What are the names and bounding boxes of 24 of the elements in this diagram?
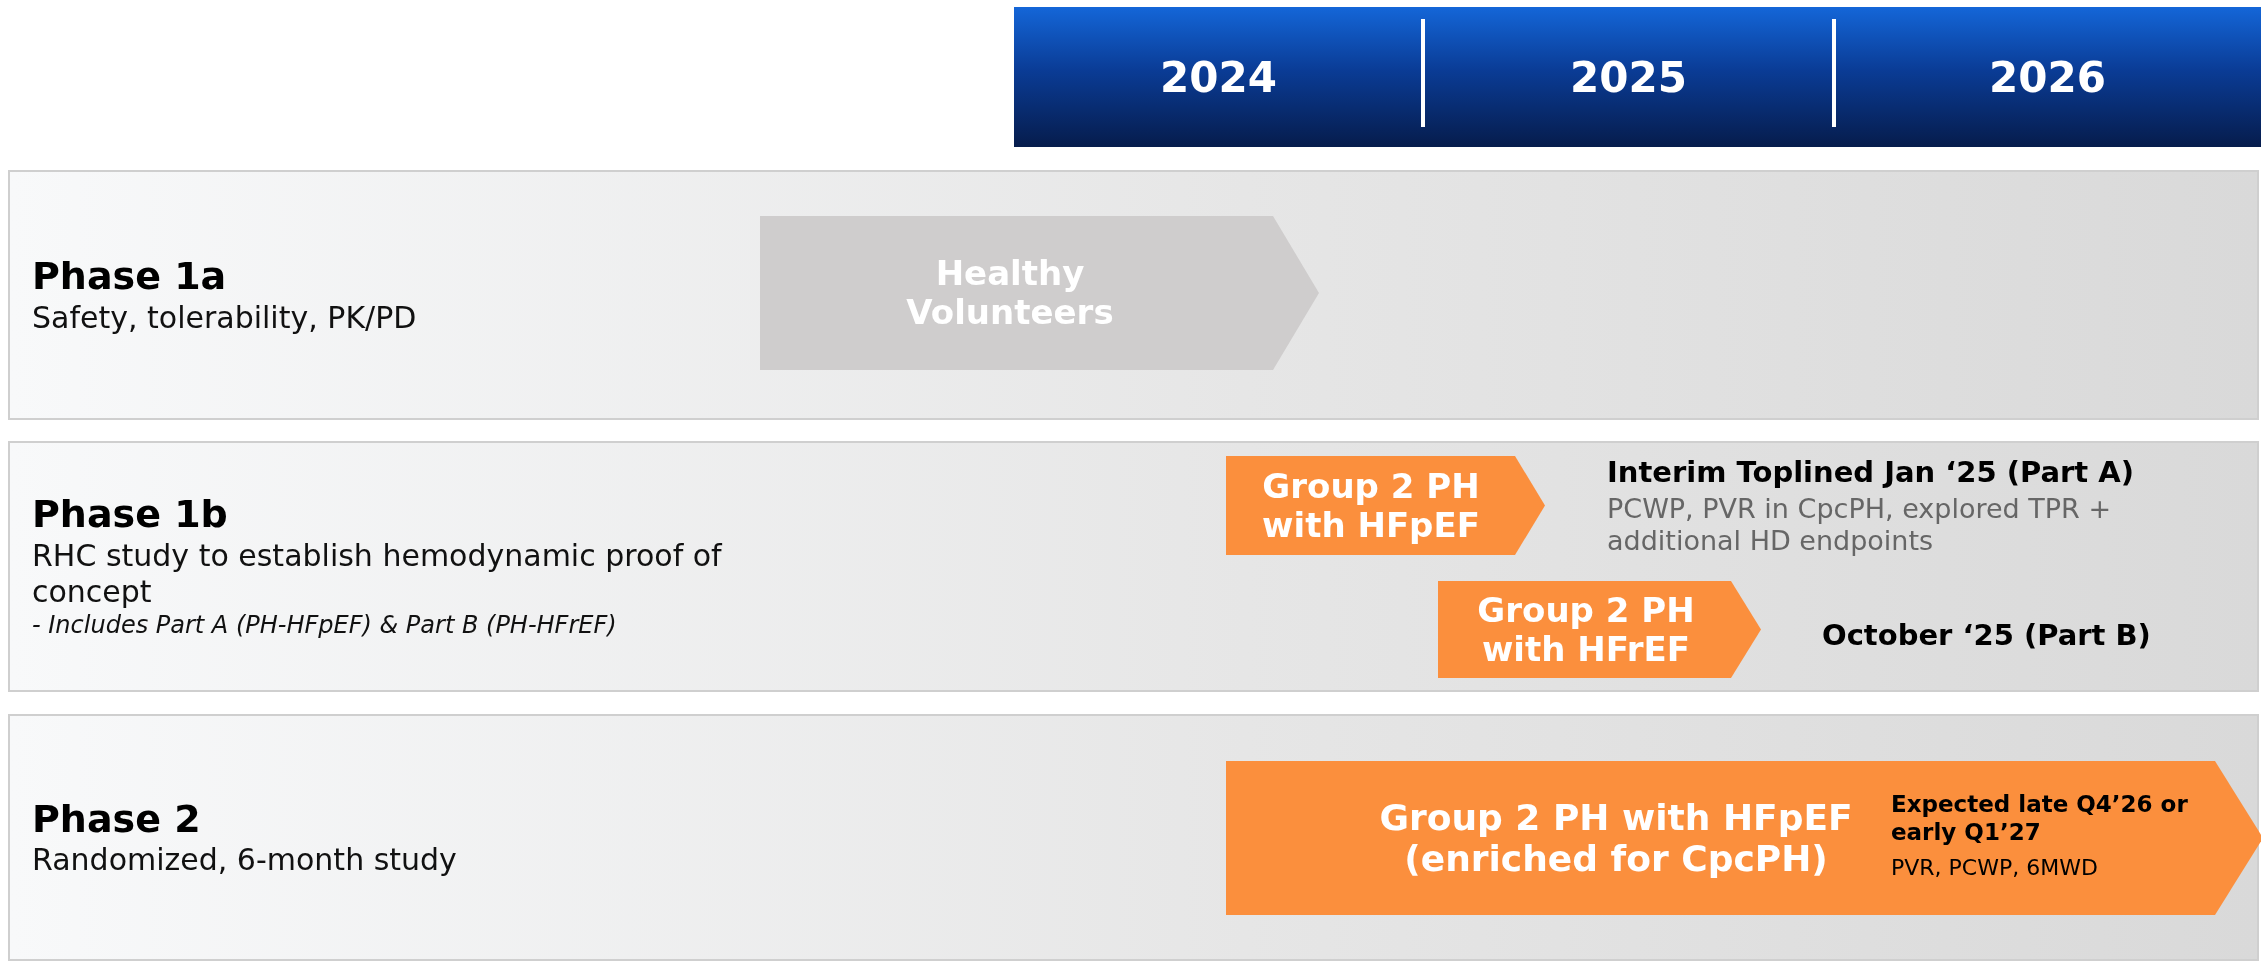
- milestone-text: Interim Toplined Jan ‘25 (Part A): [1607, 455, 2135, 490]
- phase-row-band: [8, 441, 2259, 692]
- timeline-bar: [1438, 581, 1761, 678]
- chevron-label: Group 2 PH with HFrEF: [1476, 590, 1696, 669]
- year-label: 2024: [1160, 52, 1277, 102]
- phase-row-band: [8, 714, 2259, 961]
- phase-description: RHC study to establish hemodynamic proof of concept: [32, 537, 722, 610]
- timeline-bar: [1226, 456, 1545, 555]
- phase-note: - Includes Part A (PH-HFpEF) & Part B (PH-HFrEF): [32, 609, 618, 641]
- endpoint-text: PVR, PCWP, 6MWD: [1891, 855, 2099, 882]
- phase-title: Phase 1a: [32, 254, 228, 300]
- phase-description: Randomized, 6-month study: [32, 842, 458, 879]
- phase-title: Phase 1b: [32, 492, 229, 538]
- milestone-text: PCWP, PVR in CpcPH, explored TPR + additional HD endpoints: [1607, 493, 2112, 558]
- timeline-bar: [760, 216, 1319, 370]
- year-label: 2026: [1989, 52, 2106, 102]
- year-label: 2025: [1570, 52, 1687, 102]
- chevron-label: Group 2 PH with HFpEF: [1261, 466, 1481, 545]
- milestone-text: Expected late Q4’26 or early Q1’27: [1891, 791, 2189, 847]
- timeline-bar: [1226, 761, 2261, 915]
- phase-title: Phase 2: [32, 796, 202, 843]
- chevron-label: Group 2 PH with HFpEF (enriched for CpcPH): [1378, 796, 1854, 880]
- milestone-text: October ‘25 (Part B): [1822, 618, 2152, 653]
- phase-row-band: [8, 170, 2259, 420]
